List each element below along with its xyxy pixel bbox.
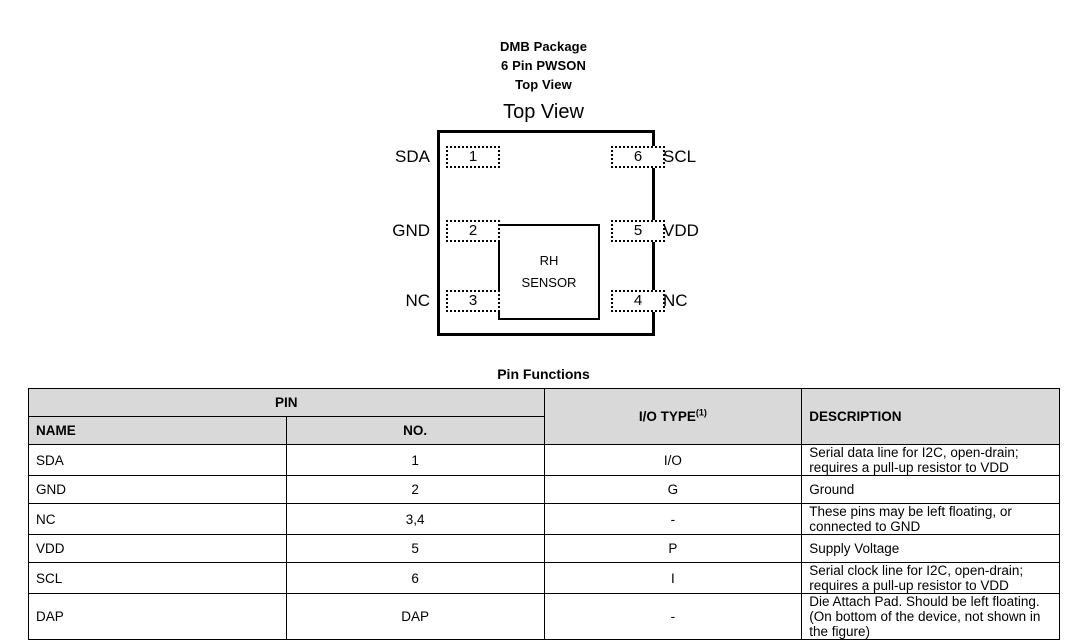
pin-label-sda: SDA xyxy=(395,147,430,166)
cell-description: Die Attach Pad. Should be left floating.… xyxy=(801,593,1060,640)
pin-label-nc-left: NC xyxy=(405,291,430,310)
pin-pad-3: 3 xyxy=(446,290,500,312)
cell-pin-number: 2 xyxy=(285,475,545,504)
table-row: SCL 6 I Serial clock line for I2C, open-… xyxy=(28,562,1060,594)
table-row: NC 3,4 - These pins may be left floating… xyxy=(28,503,1060,535)
cell-io-type: G xyxy=(543,475,803,504)
pin-label-scl: SCL xyxy=(663,147,697,166)
cell-pin-name: NC xyxy=(28,503,287,535)
cell-pin-number: 6 xyxy=(285,562,545,594)
table-row: SDA 1 I/O Serial data line for I2C, open… xyxy=(28,444,1060,476)
column-header-number: NO. xyxy=(285,416,545,445)
pin-pad-5: 5 xyxy=(611,220,665,242)
pin-functions-table: PIN I/O TYPE(1) DESCRIPTION NAME NO. SDA… xyxy=(28,388,1060,640)
rh-sensor-label-line-2: SENSOR xyxy=(521,275,577,290)
cell-description: Serial clock line for I2C, open-drain; r… xyxy=(801,562,1060,594)
pin-label-vdd: VDD xyxy=(663,221,699,240)
cell-pin-number: 5 xyxy=(285,534,545,563)
cell-io-type: - xyxy=(543,503,803,535)
table-header: PIN I/O TYPE(1) DESCRIPTION NAME NO. xyxy=(28,388,1060,445)
cell-pin-name: DAP xyxy=(28,593,287,640)
column-header-io-type: I/O TYPE(1) xyxy=(543,388,803,445)
rh-sensor-die-box: RH SENSOR xyxy=(498,224,600,320)
table-body: SDA 1 I/O Serial data line for I2C, open… xyxy=(28,444,1060,640)
column-header-name: NAME xyxy=(28,416,287,445)
cell-description: Ground xyxy=(801,475,1060,504)
package-diagram: DMB Package 6 Pin PWSON Top View Top Vie… xyxy=(392,39,699,336)
cell-pin-name: GND xyxy=(28,475,287,504)
pin-pad-4: 4 xyxy=(611,290,665,312)
cell-pin-name: SDA xyxy=(28,444,287,476)
package-title-line-2: 6 Pin PWSON xyxy=(501,58,586,73)
package-title-line-1: DMB Package xyxy=(499,39,588,54)
cell-pin-name: VDD xyxy=(28,534,287,563)
pin-functions-title: Pin Functions xyxy=(497,366,590,382)
pin-pad-1: 1 xyxy=(446,146,500,168)
cell-pin-number: DAP xyxy=(285,593,545,640)
column-header-description: DESCRIPTION xyxy=(801,388,1060,445)
package-title-line-3: Top View xyxy=(515,77,572,92)
column-header-io-type-text: I/O TYPE xyxy=(638,409,696,424)
rh-sensor-label-line-1: RH xyxy=(539,253,559,268)
column-header-io-type-footnote: (1) xyxy=(695,407,707,418)
cell-io-type: - xyxy=(543,593,803,640)
column-header-pin-group: PIN xyxy=(28,388,545,417)
cell-io-type: P xyxy=(543,534,803,563)
table-row: DAP DAP - Die Attach Pad. Should be left… xyxy=(28,593,1060,640)
pin-label-gnd: GND xyxy=(392,221,430,240)
table-header-row-bottom: NAME NO. xyxy=(28,416,1060,445)
pin-pad-2: 2 xyxy=(446,220,500,242)
pin-pad-6: 6 xyxy=(611,146,665,168)
cell-description: Serial data line for I2C, open-drain; re… xyxy=(801,444,1060,476)
cell-io-type: I/O xyxy=(543,444,803,476)
top-view-heading: Top View xyxy=(503,101,584,123)
pin-label-nc-right: NC xyxy=(663,291,688,310)
table-row: VDD 5 P Supply Voltage xyxy=(28,534,1060,563)
cell-io-type: I xyxy=(543,562,803,594)
cell-description: Supply Voltage xyxy=(801,534,1060,563)
cell-pin-number: 1 xyxy=(285,444,545,476)
table-header-row-top: PIN I/O TYPE(1) DESCRIPTION xyxy=(28,388,1060,445)
cell-pin-number: 3,4 xyxy=(285,503,545,535)
table-row: GND 2 G Ground xyxy=(28,475,1060,504)
cell-pin-name: SCL xyxy=(28,562,287,594)
cell-description: These pins may be left floating, or conn… xyxy=(801,503,1060,535)
